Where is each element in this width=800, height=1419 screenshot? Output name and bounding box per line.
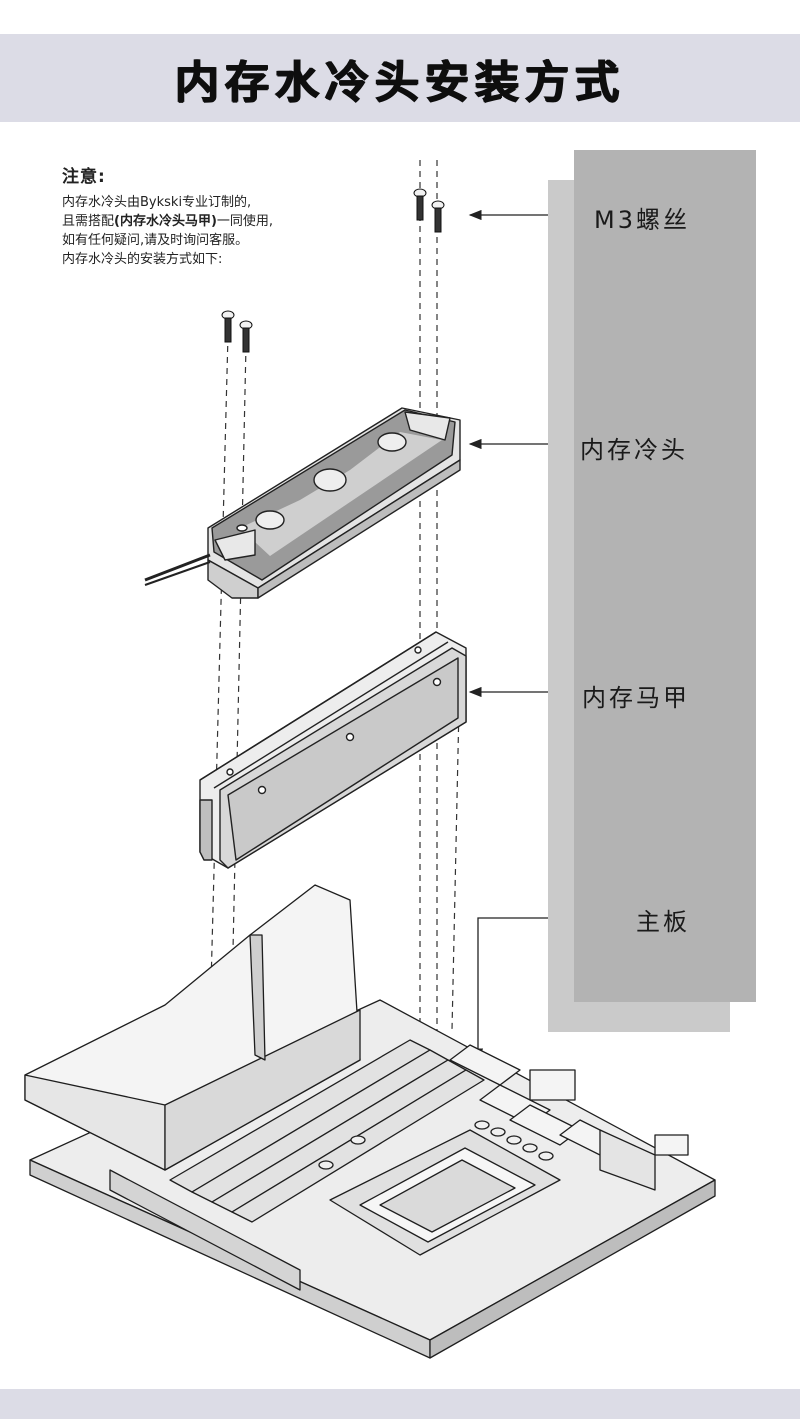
page-title: 内存水冷头安装方式: [175, 57, 625, 108]
note-heading: 注意:: [62, 167, 106, 187]
note-line-2-prefix: 且需搭配: [62, 214, 115, 229]
screw-icon: [413, 188, 445, 233]
title-band: 内存水冷头安装方式: [0, 34, 800, 122]
note-line-3: 如有任何疑问,请及时询问客服。: [62, 233, 249, 248]
screw-icon: [221, 310, 253, 353]
label-vest: 内存马甲: [582, 684, 690, 712]
note-line-1: 内存水冷头由Bykski专业订制的,: [62, 195, 252, 210]
memory-vest-icon: [199, 631, 467, 869]
memory-water-block-icon: [144, 407, 461, 599]
note-line-2-bold: (内存水冷头马甲): [114, 214, 217, 229]
label-panel: [574, 150, 756, 1002]
label-motherboard: 主板: [636, 908, 690, 936]
label-water-block: 内存冷头: [580, 436, 688, 464]
note-block: 注意: 内存水冷头由Bykski专业订制的, 且需搭配(内存水冷头马甲)一同使用…: [62, 168, 382, 269]
label-screw: M3螺丝: [594, 206, 690, 234]
bottom-band: [0, 1389, 800, 1419]
note-line-2-suffix: 一同使用,: [216, 214, 274, 229]
pointer-arrows: [468, 209, 548, 1062]
motherboard-icon: [24, 884, 716, 1359]
note-line-2: 且需搭配(内存水冷头马甲)一同使用,: [62, 212, 382, 231]
note-line-4: 内存水冷头的安装方式如下:: [62, 252, 223, 267]
